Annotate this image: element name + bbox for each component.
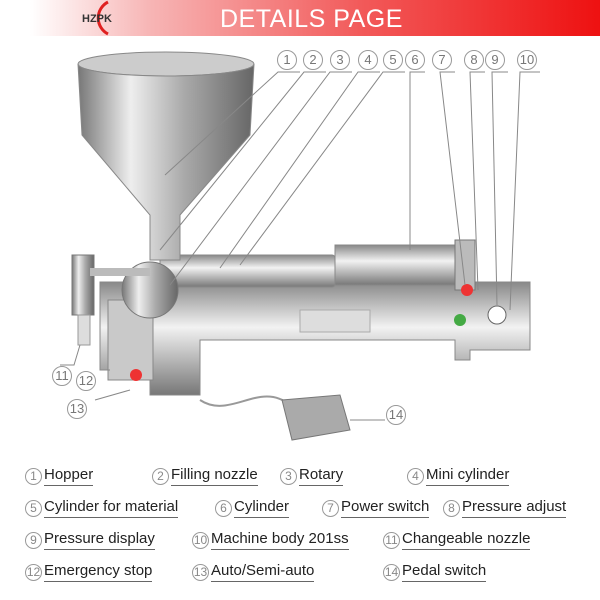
callout-10: 10 <box>517 50 537 70</box>
hopper <box>77 63 255 261</box>
callout-12: 12 <box>76 371 96 391</box>
logo-icon <box>96 0 109 36</box>
callout-6: 6 <box>405 50 425 70</box>
legend-label: Changeable nozzle <box>402 530 531 550</box>
legend-number: 14 <box>383 563 400 581</box>
callout-11: 11 <box>52 366 72 386</box>
legend-number: 1 <box>25 467 42 485</box>
legend-number: 13 <box>192 563 209 581</box>
pressure-display <box>487 305 507 325</box>
cylinder-for-material <box>159 254 336 288</box>
callout-13: 13 <box>67 399 87 419</box>
cylinder <box>334 244 461 286</box>
legend-label: Cylinder <box>234 498 290 518</box>
legend-number: 4 <box>407 467 424 485</box>
legend-label: Rotary <box>299 466 344 486</box>
callout-3: 3 <box>330 50 350 70</box>
callout-7: 7 <box>432 50 452 70</box>
filling-nozzle <box>71 254 95 316</box>
machine-photo <box>60 51 540 441</box>
legend-number: 9 <box>25 531 42 549</box>
legend-label: Emergency stop <box>44 562 153 582</box>
legend-number: 8 <box>443 499 460 517</box>
pedal-switch <box>281 394 351 441</box>
callout-9: 9 <box>485 50 505 70</box>
legend-label: Pressure adjust <box>462 498 567 518</box>
power-switch <box>461 284 473 296</box>
legend-number: 5 <box>25 499 42 517</box>
legend-label: Mini cylinder <box>426 466 510 486</box>
page-title: DETAILS PAGE <box>220 5 403 33</box>
legend-number: 7 <box>322 499 339 517</box>
legend-label: Pedal switch <box>402 562 487 582</box>
legend-label: Cylinder for material <box>44 498 179 518</box>
callout-5: 5 <box>383 50 403 70</box>
legend-number: 12 <box>25 563 42 581</box>
legend-label: Power switch <box>341 498 430 518</box>
header-banner: HZPK DETAILS PAGE <box>0 0 600 36</box>
callout-1: 1 <box>277 50 297 70</box>
legend-label: Hopper <box>44 466 94 486</box>
legend-number: 3 <box>280 467 297 485</box>
callout-4: 4 <box>358 50 378 70</box>
callout-8: 8 <box>464 50 484 70</box>
legend-label: Auto/Semi-auto <box>211 562 315 582</box>
callout-2: 2 <box>303 50 323 70</box>
legend-number: 10 <box>192 531 209 549</box>
emergency-stop <box>130 369 142 381</box>
legend-number: 11 <box>383 531 400 549</box>
callout-14: 14 <box>386 405 406 425</box>
logo: HZPK <box>82 13 112 25</box>
legend-label: Pressure display <box>44 530 155 550</box>
legend-label: Filling nozzle <box>171 466 258 486</box>
legend-label: Machine body 201ss <box>211 530 349 550</box>
legend-number: 2 <box>152 467 169 485</box>
legend-number: 6 <box>215 499 232 517</box>
